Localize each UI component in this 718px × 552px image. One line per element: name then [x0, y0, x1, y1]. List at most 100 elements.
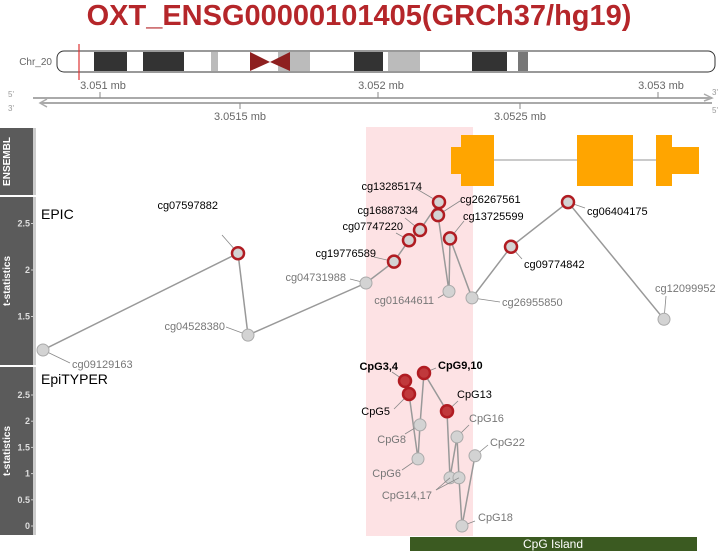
point-label: cg04731988 — [285, 272, 346, 284]
y-tick-label: 2.5 — [17, 390, 30, 400]
ensembl-sidebar-edge — [33, 128, 36, 195]
point-label: CpG13 — [457, 389, 492, 401]
highlight-region — [366, 127, 473, 536]
point — [241, 328, 255, 342]
significant-point — [230, 246, 246, 261]
point-label: cg26267561 — [460, 194, 521, 206]
point-label: CpG14,17 — [382, 490, 432, 502]
cpg-island-label: CpG Island — [523, 537, 583, 551]
significant-point — [401, 232, 417, 248]
significant-point — [386, 254, 402, 269]
epic-track-title: EPIC — [41, 206, 74, 222]
gene-exon — [451, 147, 461, 174]
point — [359, 276, 373, 290]
epityper-track-title: EpiTYPER — [41, 371, 108, 387]
y-tick-label: 2 — [25, 416, 30, 426]
ensembl-sidebar — [0, 128, 33, 195]
point-label: cg07597882 — [157, 200, 218, 212]
point-label: CpG16 — [469, 413, 504, 425]
chromosome-band — [94, 52, 127, 71]
ruler-tick-label: 3.051 mb — [80, 80, 126, 92]
point — [413, 418, 427, 432]
point — [465, 291, 479, 305]
point — [455, 519, 469, 533]
point — [36, 343, 50, 357]
point-label: cg12099952 — [655, 283, 716, 295]
ruler-tick-label: 3.053 mb — [638, 80, 684, 92]
significant-point — [397, 373, 413, 389]
chromosome-band — [211, 52, 218, 71]
chromosome-label: Chr_20 — [19, 57, 52, 68]
chromosome-band — [143, 52, 184, 71]
point-label: cg09774842 — [524, 259, 585, 271]
chromosome-ideogram — [56, 50, 716, 73]
gene-exon — [577, 135, 633, 186]
gene-exon — [656, 135, 672, 186]
epityper-sidebar-label: t-statistics — [2, 426, 13, 476]
point — [450, 430, 464, 444]
point-label: CpG9,10 — [438, 360, 483, 372]
point — [657, 312, 671, 326]
epic-sidebar-edge — [33, 197, 36, 365]
point-label: cg09129163 — [72, 359, 133, 371]
gene-exon — [672, 147, 699, 174]
epic-sidebar — [0, 197, 33, 365]
ruler-arrow-left — [38, 98, 48, 108]
significant-point — [416, 365, 432, 381]
point-label: CpG5 — [361, 406, 390, 418]
ruler-tick-label: 3.0515 mb — [214, 111, 266, 123]
significant-point — [401, 386, 417, 402]
significant-point — [430, 207, 446, 223]
point-label: cg13725599 — [463, 211, 524, 223]
point-label: cg04528380 — [164, 321, 225, 333]
y-tick-label: 0 — [25, 521, 30, 531]
significant-point — [503, 239, 519, 254]
y-tick-label: 0.5 — [17, 495, 30, 505]
y-tick-label: 2.5 — [17, 219, 30, 229]
y-tick-label: 1 — [25, 469, 30, 479]
point-label: CpG22 — [490, 437, 525, 449]
point-label: cg01644611 — [374, 295, 434, 307]
point — [468, 449, 482, 463]
label-leader — [435, 477, 451, 491]
point-label: cg19776589 — [315, 248, 376, 260]
strand-label: 3' — [8, 104, 14, 113]
point-label: CpG6 — [372, 468, 401, 480]
y-tick-label: 2 — [25, 265, 30, 275]
point-label: cg16887334 — [357, 205, 418, 217]
chromosome-band — [518, 52, 528, 71]
point-label: CpG18 — [478, 512, 513, 524]
epityper-sidebar — [0, 367, 33, 535]
chromosome-band — [388, 52, 420, 71]
significant-point — [412, 222, 428, 238]
ruler-arrow-right — [703, 93, 714, 102]
ruler-tick-label: 3.0525 mb — [494, 111, 546, 123]
significant-point — [431, 194, 447, 210]
point-label: cg07747220 — [342, 221, 403, 233]
strand-label: 5' — [8, 90, 14, 99]
chromosome-band — [354, 52, 383, 71]
y-tick-label: 1.5 — [17, 312, 30, 322]
strand-label: 5' — [712, 106, 718, 115]
page-title: OXT_ENSG00000101405(GRCh37/hg19) — [86, 0, 632, 32]
ensembl-sidebar-label: ENSEMBL — [2, 137, 13, 186]
significant-point — [442, 231, 458, 246]
epic-sidebar-label: t-statistics — [2, 256, 13, 306]
point-label: CpG8 — [377, 434, 406, 446]
point-label: cg26955850 — [502, 297, 563, 309]
significant-point — [560, 194, 576, 210]
gene-exon — [461, 135, 494, 186]
ruler-tick-label: 3.052 mb — [358, 80, 404, 92]
epityper-sidebar-edge — [33, 367, 36, 535]
point-label: cg06404175 — [587, 206, 648, 218]
point-label: CpG3,4 — [359, 361, 398, 373]
chromosome-band — [472, 52, 507, 71]
cpg-island-bar — [410, 537, 697, 551]
label-leader — [435, 477, 460, 491]
point — [442, 284, 456, 298]
centromere — [250, 52, 290, 71]
y-tick-label: 1.5 — [17, 442, 30, 452]
significant-point — [439, 403, 455, 419]
strand-label: 3' — [712, 88, 718, 97]
